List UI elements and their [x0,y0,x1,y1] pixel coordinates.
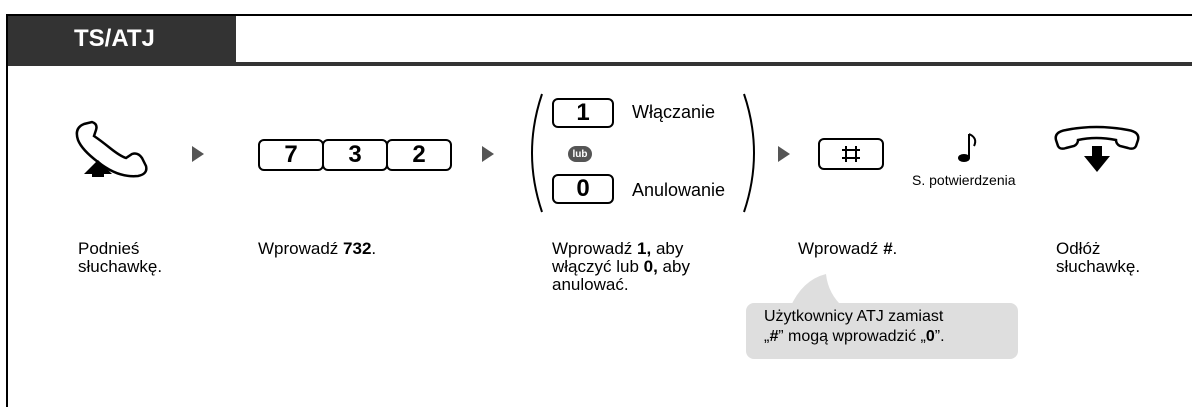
right-paren [743,93,755,213]
key-3: 3 [322,139,388,171]
caption-hangup-line2: słuchawkę. [1056,257,1141,276]
caption-dial-suffix: . [371,239,377,258]
page-title: TS/ATJ [8,16,236,62]
caption-hash: Wprowadź #. [798,239,898,258]
caption-hangup-line1: Odłóż [1056,239,1101,258]
flow-arrow-1 [192,146,204,162]
caption-choose-line3: anulować. [552,275,629,294]
option-off-label: Anulowanie [632,180,726,200]
option-on-label: Włączanie [632,102,716,122]
key-0: 0 [552,174,614,204]
handset-on-hook-icon [1054,125,1140,172]
confirmation-tone-label: S. potwierdzenia [912,172,1016,188]
or-badge: lub [568,146,592,162]
hash-key-icon [842,146,860,162]
caption-choose-line1: Wprowadź 1, aby [552,239,684,258]
handset-off-hook-icon [75,120,148,178]
caption-dial: Wprowadź 732. [258,240,376,258]
note-bubble-tail [790,274,844,308]
key-hash [818,138,884,170]
caption-lift: Podnieś słuchawkę. [78,240,162,276]
ats-user-note: Użytkownicy ATJ zamiast „#” mogą wprowad… [746,303,1018,359]
caption-choose: Wprowadź 1, aby włączyć lub 0, aby anulo… [552,240,690,294]
key-7: 7 [258,139,324,171]
note-line1: Użytkownicy ATJ zamiast [764,308,944,325]
key-1: 1 [552,98,614,128]
music-note-icon [958,133,977,162]
caption-lift-line1: Podnieś [78,239,140,258]
caption-dial-code: 732 [343,239,372,258]
flow-arrow-3 [778,146,790,162]
caption-dial-prefix: Wprowadź [258,239,344,258]
caption-hangup: Odłóż słuchawkę. [1056,240,1140,276]
diagram-frame [6,14,1192,407]
caption-hash-key: # [883,239,893,258]
key-2: 2 [386,139,452,171]
note-line2: „#” mogą wprowadzić „0”. [764,328,945,345]
title-rule [8,62,1192,66]
flow-arrow-2 [482,146,494,162]
caption-choose-line2: włączyć lub 0, aby [552,257,690,276]
caption-lift-line2: słuchawkę. [78,257,163,276]
left-paren [531,93,543,213]
